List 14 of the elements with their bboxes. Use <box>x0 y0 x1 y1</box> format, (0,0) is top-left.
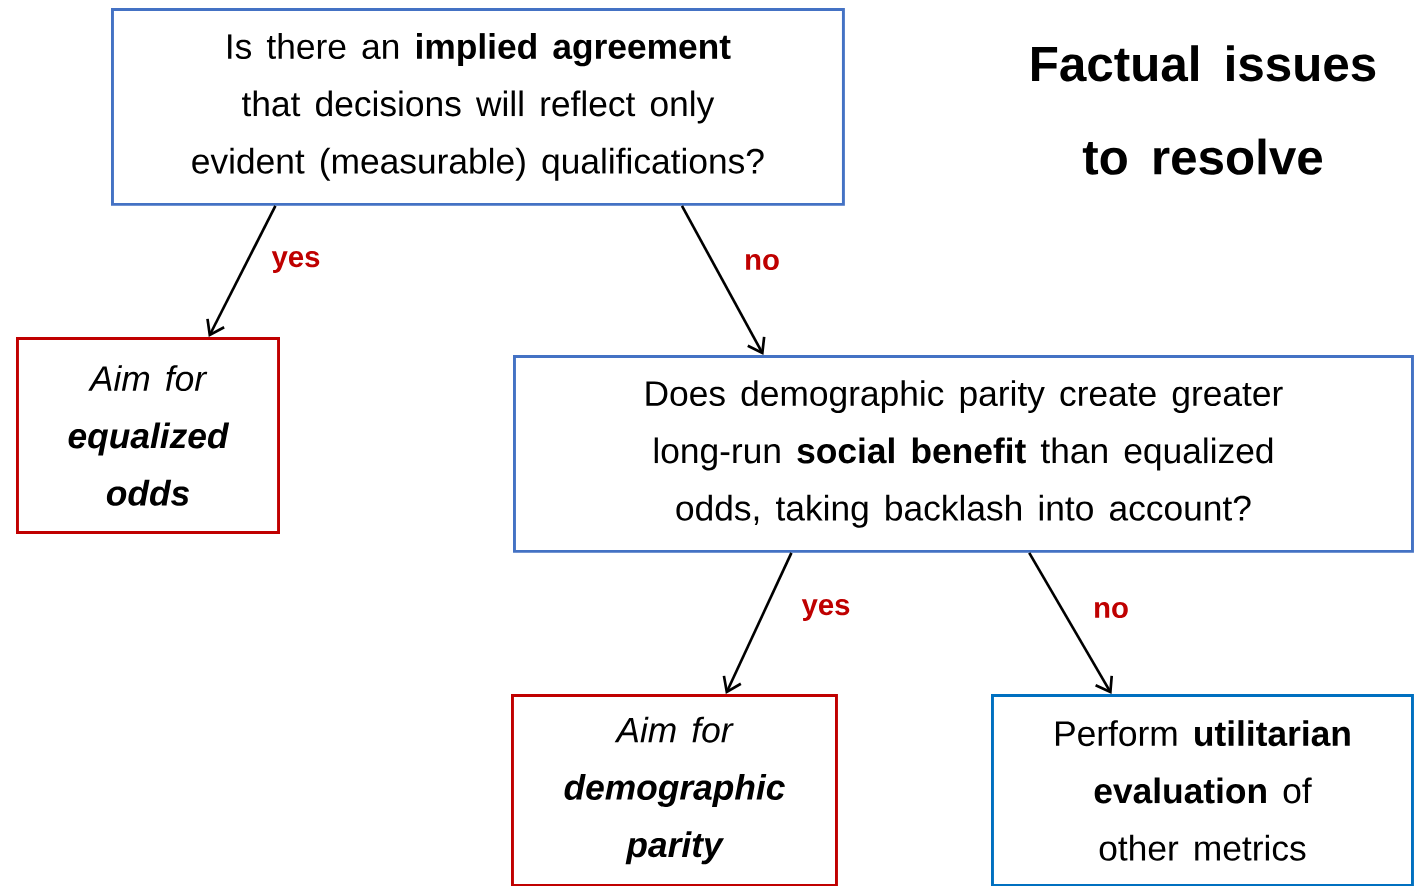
edge-label: yes <box>800 597 852 623</box>
edge-label: no <box>1091 600 1131 620</box>
title: Factual issues to resolve <box>1032 45 1376 175</box>
question-box: Does demographic parity create greater long-run social benefit than equalized odds, taking backlash into account? <box>513 355 1414 553</box>
arrow <box>680 205 766 355</box>
arrow <box>1028 552 1114 694</box>
edge-label: no <box>742 252 782 272</box>
outcome-box: Aim for equalized odds <box>16 337 280 534</box>
question-box: Is there an implied agreement that decisions will reflect only evident (measurable) qualifications? <box>111 8 845 206</box>
action-box: Perform utilitarian evaluation of other metrics <box>991 694 1414 886</box>
edge-label: yes <box>270 249 322 275</box>
arrow <box>722 552 793 694</box>
arrow <box>206 205 277 337</box>
outcome-box: Aim for demographic parity <box>511 694 838 886</box>
